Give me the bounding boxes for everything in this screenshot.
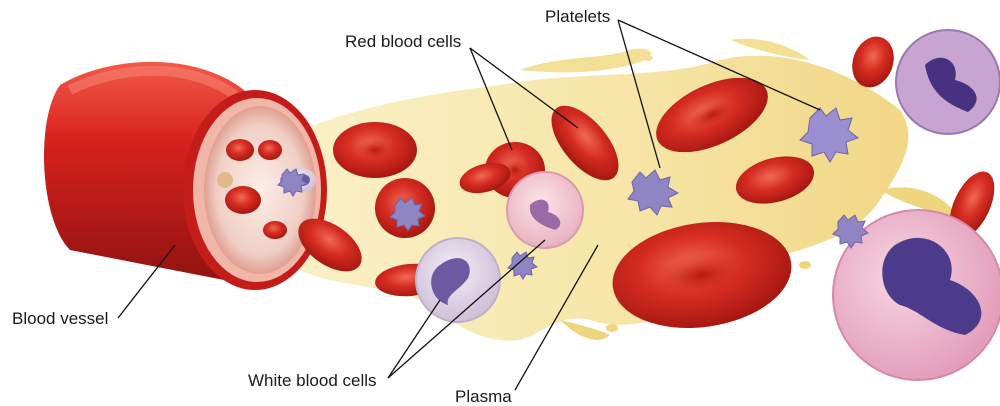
white-blood-cell xyxy=(832,209,1000,381)
leader-line-plasma xyxy=(514,244,599,391)
blood-vessel xyxy=(43,61,327,290)
platelet xyxy=(832,214,869,249)
leader-line-red-blood-cells-1 xyxy=(469,47,513,151)
platelet xyxy=(389,197,426,232)
platelet xyxy=(277,168,309,197)
platelets xyxy=(277,107,869,280)
leader-lines xyxy=(117,19,821,391)
label-red-blood-cells: Red blood cells xyxy=(345,32,462,51)
leader-line-white-blood-cells-1 xyxy=(387,299,441,379)
red-blood-cell xyxy=(459,162,511,194)
leader-line-white-blood-cells-2 xyxy=(387,239,546,379)
red-blood-cell xyxy=(612,222,792,328)
label-blood-vessel: Blood vessel xyxy=(12,309,109,328)
white-blood-cell xyxy=(506,171,584,249)
platelet xyxy=(507,251,539,280)
red-blood-cell xyxy=(656,77,768,153)
leader-line-blood-vessel xyxy=(117,244,176,319)
leader-line-platelets-2 xyxy=(617,19,821,111)
platelet xyxy=(799,107,860,163)
red-blood-cell xyxy=(852,36,894,88)
label-plasma: Plasma xyxy=(455,387,512,406)
red-blood-cell xyxy=(333,122,417,178)
white-blood-cell xyxy=(895,29,1000,135)
red-blood-cell xyxy=(298,218,362,272)
label-platelets: Platelets xyxy=(545,7,611,26)
label-white-blood-cells: White blood cells xyxy=(248,371,377,390)
leader-line-red-blood-cells-2 xyxy=(469,47,579,129)
red-blood-cell xyxy=(735,156,815,204)
white-blood-cell xyxy=(415,237,501,323)
leader-line-platelets-1 xyxy=(617,19,661,169)
red-blood-cell xyxy=(551,105,619,181)
platelet xyxy=(627,169,680,216)
